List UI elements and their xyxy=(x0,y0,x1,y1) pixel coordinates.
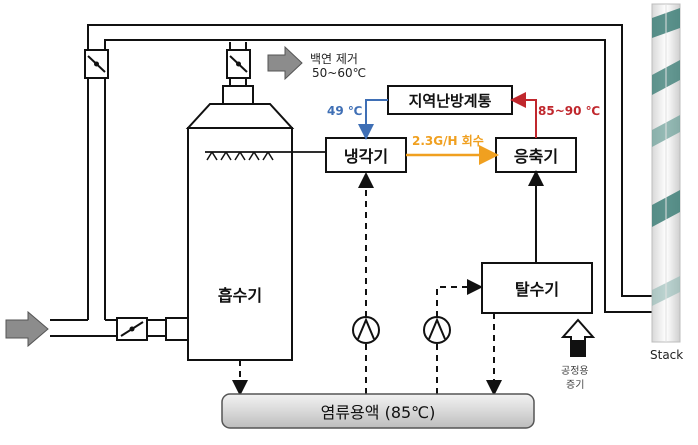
absorber-vessel xyxy=(185,85,295,361)
damper-left xyxy=(84,49,109,79)
pump-stripper xyxy=(423,316,451,344)
hot-temp-label: 85~90 ℃ xyxy=(538,104,601,118)
pump-cooler xyxy=(352,316,380,344)
duct-network xyxy=(50,24,652,337)
red-supply-arrow xyxy=(510,92,537,138)
stripper-label: 탈수기 xyxy=(514,280,560,299)
damper-top xyxy=(226,49,251,79)
process-steam-arrow xyxy=(560,318,596,357)
cooler-label: 냉각기 xyxy=(343,147,389,166)
stack-chimney xyxy=(651,3,681,343)
salt-solution-label: 염류용액 (85℃) xyxy=(320,403,436,422)
recovery-label: 2.3G/H 회수 xyxy=(412,134,484,148)
plume-removal-label: 백연 제거 xyxy=(310,52,358,66)
absorber-label: 흡수기 xyxy=(217,286,263,305)
cooler-temp-label: 49 ℃ xyxy=(327,104,363,118)
condenser-label: 응축기 xyxy=(513,147,559,166)
blue-return-arrow xyxy=(358,99,388,140)
absorber-inlet-nozzle xyxy=(165,317,189,341)
inlet-flow-arrow xyxy=(5,310,49,348)
process-steam-label-2: 증기 xyxy=(566,380,585,391)
district-heating-label: 지역난방계통 xyxy=(408,91,492,110)
salt-solution-tank xyxy=(221,393,535,429)
process-steam-label-1: 공정용 xyxy=(561,366,589,377)
plume-temp-label: 50~60℃ xyxy=(312,66,367,80)
dashed-solution-to-stripper xyxy=(436,279,483,394)
spray-nozzles xyxy=(205,151,330,161)
damper-inlet xyxy=(116,317,148,341)
plume-exhaust-arrow xyxy=(267,45,303,81)
stack-label: Stack xyxy=(650,348,684,362)
condenser-box xyxy=(495,137,577,173)
